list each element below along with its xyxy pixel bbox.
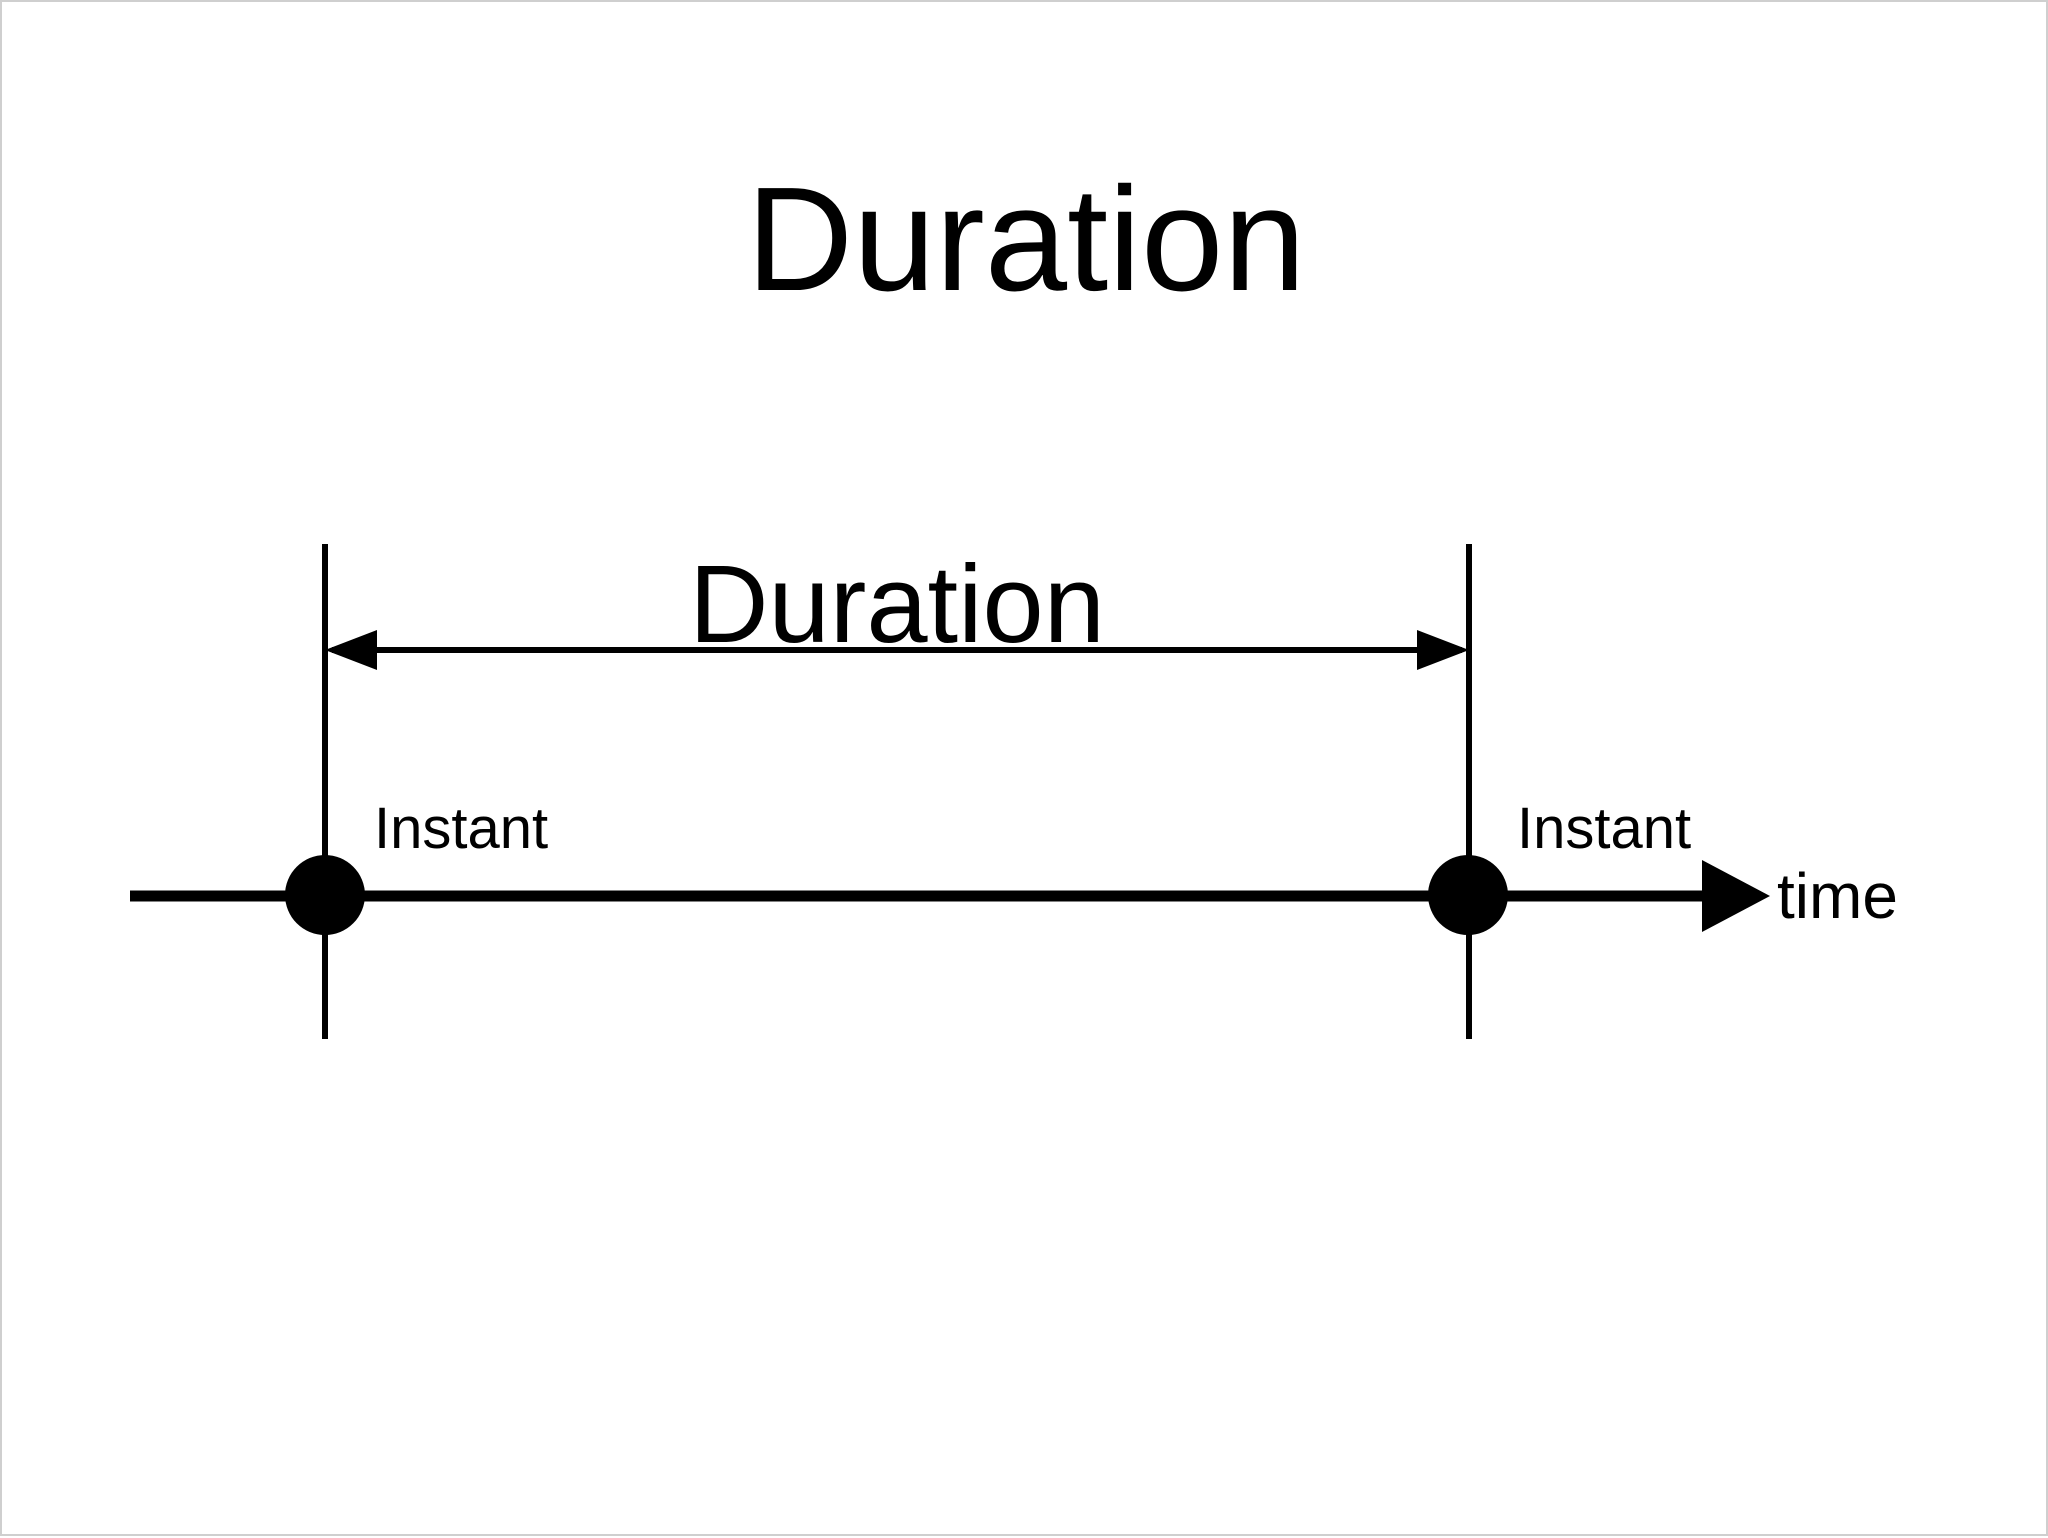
duration-arrow-left-head-icon [325, 630, 377, 670]
duration-label: Duration [689, 543, 1105, 666]
start-instant-dot [285, 855, 365, 935]
duration-arrow-right-head-icon [1417, 630, 1469, 670]
end-instant-dot [1428, 855, 1508, 935]
time-axis-label: time [1777, 860, 1898, 932]
end-instant-label: Instant [1517, 796, 1691, 861]
page-title: Duration [746, 157, 1305, 322]
time-axis-arrow-head-icon [1702, 860, 1770, 932]
start-instant-label: Instant [374, 796, 548, 861]
